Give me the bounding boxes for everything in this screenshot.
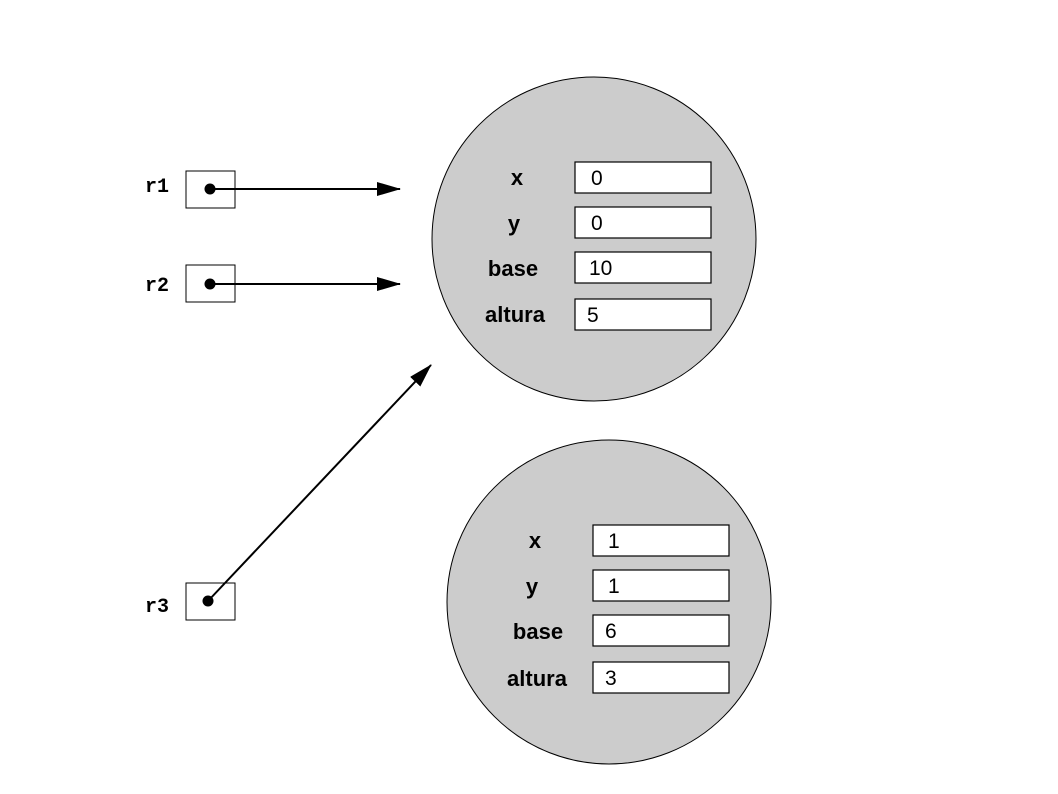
field-value: 1 (608, 530, 620, 553)
reference-dot (204, 183, 216, 195)
field-label: x (529, 528, 542, 553)
field-value: 0 (591, 212, 603, 235)
object-2: x 1 y 1 base 6 altura 3 (446, 439, 772, 765)
reference-dot (202, 595, 214, 607)
field-value-box (592, 569, 730, 602)
field-label: base (513, 619, 563, 644)
reference-r2: r2 (145, 264, 401, 303)
reference-arrow (207, 364, 432, 602)
object-1-field-y: y 0 (508, 206, 712, 239)
object-1: x 0 y 0 base 10 altura 5 (431, 76, 757, 402)
field-value-box (574, 298, 712, 331)
field-value: 3 (605, 667, 617, 690)
reference-r3: r3 (145, 364, 432, 621)
field-value: 5 (587, 304, 599, 327)
field-label: altura (485, 302, 546, 327)
object-1-field-x: x 0 (511, 161, 712, 194)
variable-label: r1 (145, 176, 169, 199)
field-label: y (508, 211, 521, 236)
object-1-field-base: base 10 (488, 251, 712, 284)
variable-label: r2 (145, 275, 169, 298)
field-label: altura (507, 666, 568, 691)
variable-label: r3 (145, 596, 169, 619)
object-2-field-y: y 1 (526, 569, 730, 602)
field-value-box (574, 161, 712, 194)
field-value: 0 (591, 167, 603, 190)
reference-r1: r1 (145, 170, 401, 209)
object-2-field-x: x 1 (529, 524, 730, 557)
field-label: y (526, 574, 539, 599)
field-value: 10 (589, 257, 612, 280)
field-value-box (592, 524, 730, 557)
object-2-field-altura: altura 3 (507, 661, 730, 694)
field-value: 1 (608, 575, 620, 598)
object-2-field-base: base 6 (513, 614, 730, 647)
field-value-box (574, 206, 712, 239)
field-label: base (488, 256, 538, 281)
object-1-field-altura: altura 5 (485, 298, 712, 331)
field-value-box (592, 661, 730, 694)
object-2-circle (446, 439, 772, 765)
reference-dot (204, 278, 216, 290)
object-1-circle (431, 76, 757, 402)
field-label: x (511, 165, 524, 190)
field-value: 6 (605, 620, 617, 643)
field-value-box (574, 251, 712, 284)
field-value-box (592, 614, 730, 647)
